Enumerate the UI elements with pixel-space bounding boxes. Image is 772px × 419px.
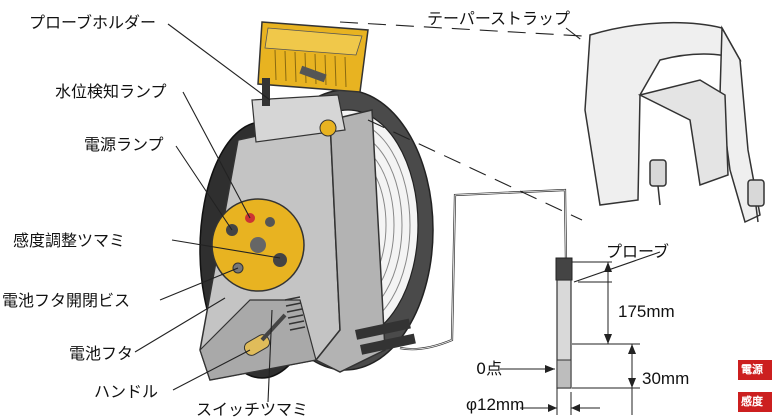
label-taper-strap: テーパーストラップ [427,9,571,28]
label-zero-point: 0点 [476,359,503,378]
label-handle: ハンドル [94,382,159,401]
label-probe-holder: プローブホルダー [29,13,157,32]
label-power-lamp: 電源ランプ [84,135,164,154]
strap-linkage-dashes [339,21,589,221]
dimension-tip-length: 30mm [642,369,690,388]
dimension-arrowheads [545,262,636,412]
callout-leaders [134,23,661,403]
taper-strap-illustration [584,21,765,224]
label-probe: プローブ [606,242,670,261]
badge-sensitivity: 感度 [738,392,772,412]
label-water-level-lamp: 水位検知ランプ [55,82,167,101]
label-switch-knob: スイッチツマミ [196,400,309,419]
cable-and-probe-illustration [399,188,573,389]
badge-power: 電源 [738,360,772,380]
reel-illustration [199,21,434,381]
label-battery-cover-screw: 電池フタ開閉ビス [2,291,131,310]
dimension-diameter: φ12mm [466,395,525,414]
label-sensitivity-knob: 感度調整ツマミ [13,231,126,250]
label-battery-cover: 電池フタ [69,344,134,363]
dimension-probe-length: 175mm [618,302,675,321]
